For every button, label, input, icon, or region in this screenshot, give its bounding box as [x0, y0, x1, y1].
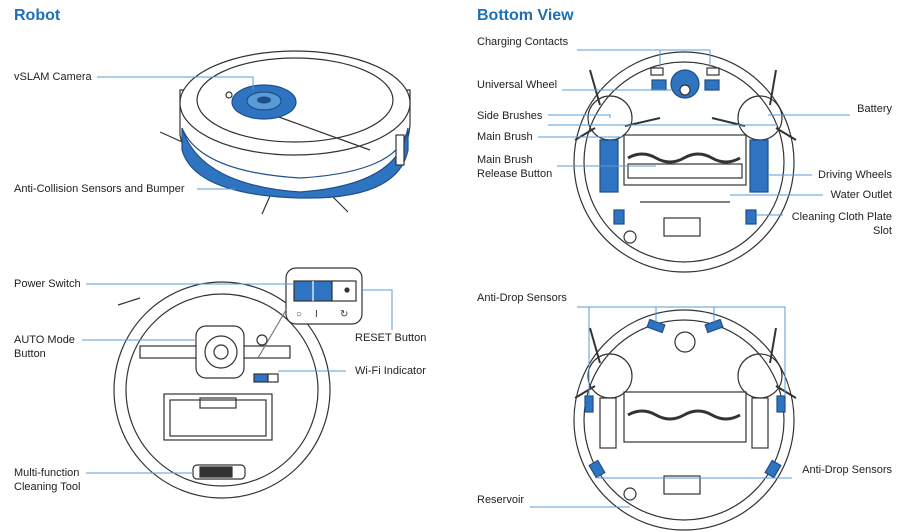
cloth-slot-right: [745, 209, 757, 225]
power-switch-callout: ○ I ↻: [257, 267, 363, 359]
label-battery: Battery: [857, 103, 892, 115]
label-main-brush: Main Brush: [477, 131, 533, 143]
label-universal-wheel: Universal Wheel: [477, 79, 558, 91]
side-brush-bristle: [331, 195, 349, 213]
bottom-shell-outer-2: [573, 309, 795, 531]
power-on-symbol: I: [315, 309, 318, 320]
bumper-top-edge: [181, 127, 409, 179]
label-auto-mode-line2: Button: [14, 348, 46, 360]
label-cleaning-tool-line1: Multi-function: [14, 467, 80, 479]
main-brush-bristles: [627, 152, 741, 164]
robot-outer-shell: [113, 281, 331, 499]
label-cleaning-tool-line2: Cleaning Tool: [14, 481, 81, 493]
reservoir-window: [663, 217, 701, 237]
main-brush-housing: [623, 134, 747, 186]
label-auto-mode-button: AUTO Mode Button: [14, 333, 75, 361]
bottom-view-section-title: Bottom View: [477, 7, 574, 24]
label-charging-contacts: Charging Contacts: [477, 36, 569, 48]
leader-lines: [82, 49, 850, 508]
anti-drop-sensor-left: [584, 395, 594, 413]
side-brush-bristle: [117, 297, 141, 306]
side-brush-bristle: [261, 195, 271, 215]
label-main-brush-release: Main Brush Release Button: [477, 153, 552, 181]
label-power-switch: Power Switch: [14, 278, 81, 290]
label-release-line2: Release Button: [477, 168, 553, 180]
label-reservoir: Reservoir: [477, 494, 525, 506]
indicator-dot: [225, 91, 233, 99]
label-side-brushes: Side Brushes: [477, 110, 543, 122]
label-anti-collision-bumper: Anti-Collision Sensors and Bumper: [14, 183, 185, 195]
anti-drop-sensor-right: [776, 395, 786, 413]
label-wifi-indicator: Wi-Fi Indicator: [355, 365, 426, 377]
label-cleaning-cloth-slot: Cleaning Cloth Plate Slot: [792, 210, 892, 238]
robot-top-flat: [113, 281, 331, 499]
label-water-outlet: Water Outlet: [830, 189, 892, 201]
side-brush-right: [737, 95, 783, 141]
robot-inner-shell: [125, 293, 319, 487]
label-cleaning-tool: Multi-function Cleaning Tool: [14, 466, 80, 494]
anti-drop-sensor-front-left: [646, 318, 666, 334]
auto-mode-button-housing: [195, 325, 245, 379]
cloth-slot-left: [613, 209, 625, 225]
label-driving-wheels: Driving Wheels: [818, 169, 892, 181]
wifi-indicator-light: [253, 373, 269, 383]
robot-bottom-view-2: [573, 309, 797, 531]
cover-seam: [264, 111, 371, 151]
reset-button-dot: [256, 334, 268, 346]
label-cloth-line1: Cleaning Cloth Plate: [791, 211, 892, 223]
label-anti-drop-sensors-right: Anti-Drop Sensors: [802, 464, 892, 476]
robot-top-view: [159, 50, 411, 215]
anti-drop-sensor-rear-right: [764, 459, 782, 479]
charging-contact-left: [651, 79, 667, 91]
power-off-symbol: ○: [296, 309, 302, 320]
label-reset-button: RESET Button: [355, 332, 427, 344]
charging-contact-right: [704, 79, 720, 91]
label-cloth-line2: Slot: [873, 225, 892, 237]
label-anti-drop-sensors-top: Anti-Drop Sensors: [477, 292, 567, 304]
reset-symbol: ↻: [340, 309, 348, 320]
dust-bin-slot: [163, 393, 273, 441]
anti-drop-sensor-front-right: [704, 318, 724, 334]
anti-drop-sensor-rear-left: [588, 459, 606, 479]
driving-wheel-right: [749, 139, 769, 193]
bottom-shell-outer: [573, 51, 795, 273]
label-release-line1: Main Brush: [477, 154, 533, 166]
cleaning-tool: [192, 464, 246, 480]
robot-section-title: Robot: [14, 7, 61, 24]
label-auto-mode-line1: AUTO Mode: [14, 334, 75, 346]
label-vslam-camera: vSLAM Camera: [14, 71, 92, 83]
universal-wheel: [670, 69, 700, 99]
reservoir-cap: [623, 487, 637, 501]
robot-bottom-view-1: [573, 51, 797, 273]
